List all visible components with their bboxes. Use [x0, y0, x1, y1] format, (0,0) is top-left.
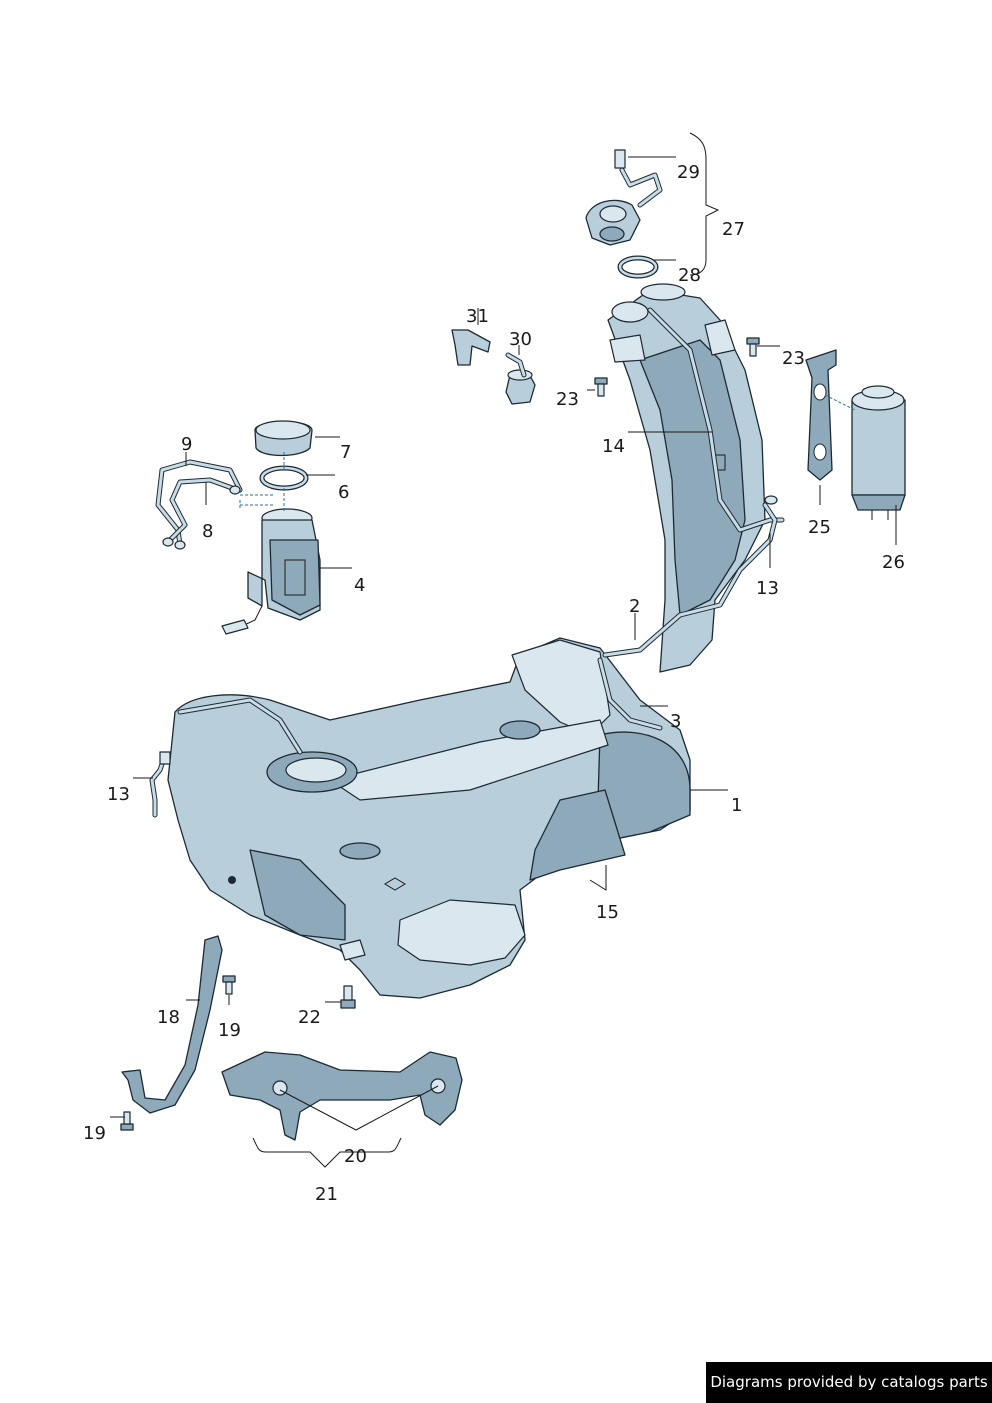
label-part-6: 6	[338, 482, 349, 503]
label-part-1: 1	[731, 795, 742, 816]
label-part-27: 27	[722, 219, 745, 240]
charcoal-canister	[851, 385, 906, 520]
filler-neck	[597, 283, 785, 731]
vent-line-left	[149, 751, 171, 818]
label-part-23-left: 23	[556, 389, 579, 410]
label-part-30: 30	[509, 329, 532, 350]
label-part-28: 28	[678, 265, 701, 286]
tension-strap	[121, 935, 223, 1114]
label-part-3: 3	[670, 711, 681, 732]
label-part-22: 22	[298, 1007, 321, 1028]
locking-ring	[254, 420, 313, 457]
bolt-23-right	[746, 337, 760, 357]
label-part-7: 7	[340, 442, 351, 463]
fuel-lines	[155, 459, 275, 550]
breather-valve	[505, 352, 536, 405]
fuel-tank	[167, 637, 691, 999]
cross-member	[221, 1051, 463, 1141]
label-part-25: 25	[808, 517, 831, 538]
label-part-31: 31	[466, 306, 489, 327]
label-part-4: 4	[354, 575, 365, 596]
label-part-19-upper: 19	[218, 1020, 241, 1041]
heat-shield	[529, 789, 626, 881]
fuel-cap	[585, 149, 663, 279]
label-part-2: 2	[629, 596, 640, 617]
label-part-21: 21	[315, 1184, 338, 1205]
label-part-26: 26	[882, 552, 905, 573]
label-part-15: 15	[596, 902, 619, 923]
label-part-9: 9	[181, 434, 192, 455]
breather-hose	[451, 329, 491, 366]
label-part-19-lower: 19	[83, 1123, 106, 1144]
label-part-29: 29	[677, 162, 700, 183]
canister-bracket	[805, 349, 837, 481]
bolt-23-left	[594, 377, 608, 397]
leader-lines	[110, 132, 897, 1168]
label-part-8: 8	[202, 521, 213, 542]
label-part-13-left: 13	[107, 784, 130, 805]
bolt-19-upper	[222, 975, 236, 995]
attribution-footer: Diagrams provided by catalogs parts	[706, 1362, 992, 1403]
label-part-13-right: 13	[756, 578, 779, 599]
seal-ring	[259, 465, 309, 491]
fuel-pump-unit	[221, 452, 321, 635]
label-part-14: 14	[602, 436, 625, 457]
label-part-23-right: 23	[782, 348, 805, 369]
label-part-20: 20	[344, 1146, 367, 1167]
label-part-18: 18	[157, 1007, 180, 1028]
bolt-19-lower	[120, 1111, 134, 1131]
bolt-22	[340, 985, 356, 1009]
